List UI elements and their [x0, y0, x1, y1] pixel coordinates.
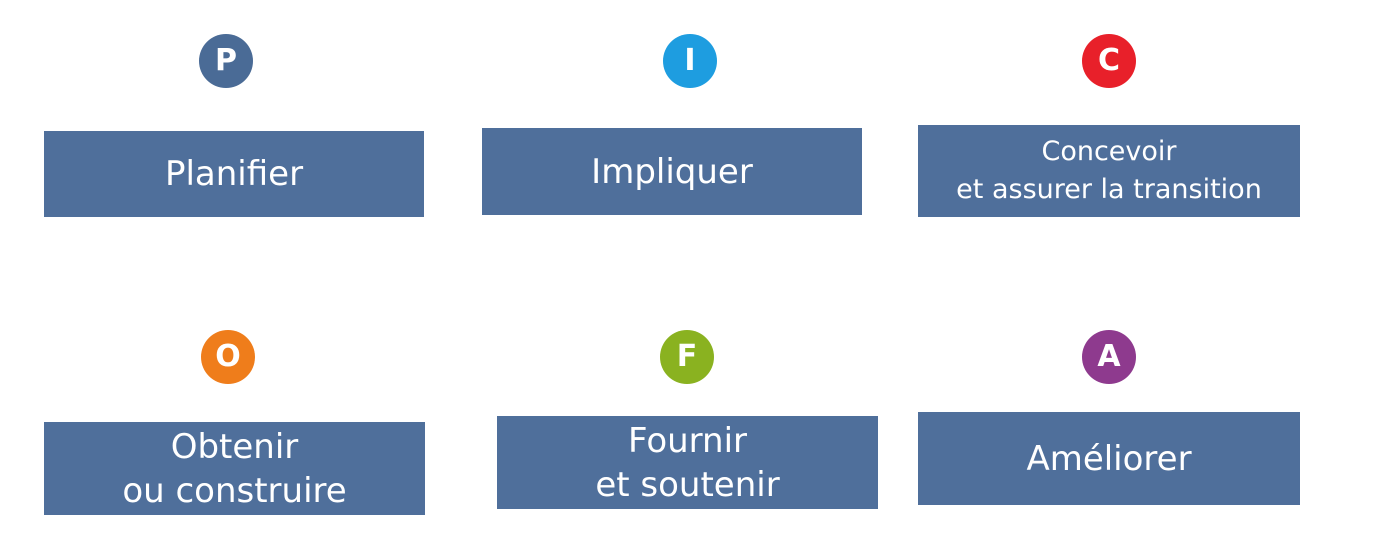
badge-obtenir: O — [201, 330, 255, 384]
box-ameliorer: Améliorer — [918, 412, 1300, 505]
badge-concevoir: C — [1082, 34, 1136, 88]
badge-impliquer: I — [663, 34, 717, 88]
box-planifier: Planifier — [44, 131, 424, 217]
badge-fournir: F — [660, 330, 714, 384]
badge-planifier: P — [199, 34, 253, 88]
box-impliquer: Impliquer — [482, 128, 862, 215]
box-fournir: Fournir et soutenir — [497, 416, 878, 509]
box-concevoir: Concevoir et assurer la transition — [918, 125, 1300, 217]
box-obtenir: Obtenir ou construire — [44, 422, 425, 515]
badge-ameliorer: A — [1082, 330, 1136, 384]
